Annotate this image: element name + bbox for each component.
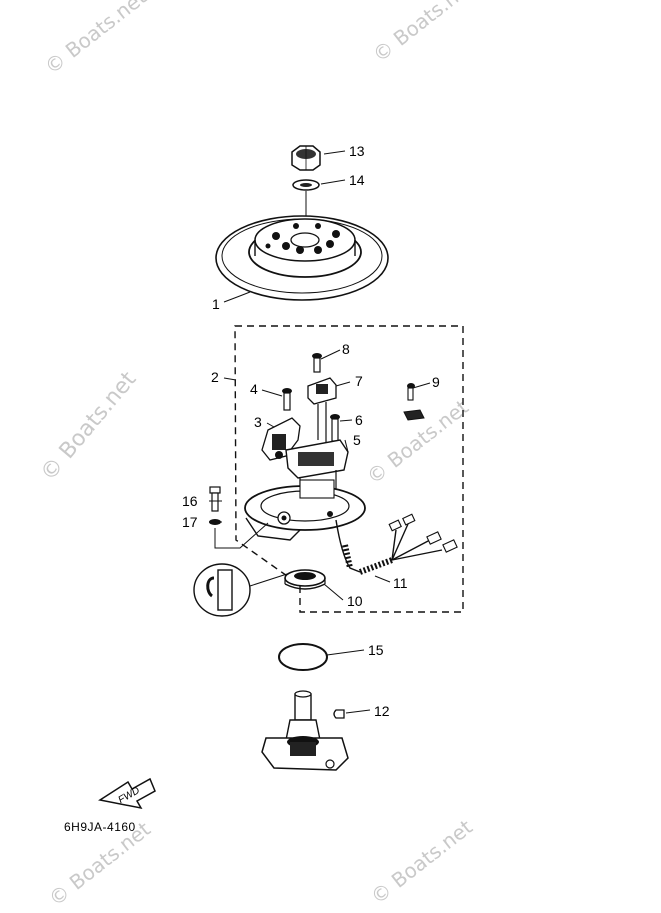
screw-part-6 xyxy=(330,414,340,442)
flywheel-part-1 xyxy=(215,215,389,301)
callout-7: 7 xyxy=(355,373,363,389)
callout-13: 13 xyxy=(349,143,365,159)
callout-2: 2 xyxy=(211,369,219,385)
screw-part-4 xyxy=(282,388,292,411)
bolt-part-16 xyxy=(209,486,221,512)
callout-9: 9 xyxy=(432,374,440,390)
oil-seal-part-10 xyxy=(284,569,326,590)
callout-16: 16 xyxy=(182,493,198,509)
callout-14: 14 xyxy=(349,172,365,188)
callout-leader-lines xyxy=(209,150,431,714)
shaft-base-part xyxy=(261,690,349,771)
o-ring-part-15 xyxy=(278,643,328,671)
callout-4: 4 xyxy=(250,381,258,397)
callout-15: 15 xyxy=(368,642,384,658)
drawing-code: 6H9JA-4160 xyxy=(64,820,136,834)
key-part-12 xyxy=(333,709,345,719)
pulser-coil-part-7 xyxy=(307,377,337,445)
callout-12: 12 xyxy=(374,703,390,719)
callout-11: 11 xyxy=(393,575,408,591)
nut-part-13 xyxy=(291,145,321,171)
seal-detail-inset xyxy=(193,563,288,617)
callout-17: 17 xyxy=(182,514,198,530)
wire-harness-part-11 xyxy=(335,513,458,575)
stator-base-plate xyxy=(244,479,366,541)
screw-part-9 xyxy=(403,383,425,421)
assembly-boundary-part-2 xyxy=(234,325,464,613)
lighting-coil-part-5 xyxy=(285,439,349,520)
washer-part-14 xyxy=(292,179,320,191)
screw-part-8 xyxy=(312,353,322,373)
callout-10: 10 xyxy=(347,593,363,609)
callout-8: 8 xyxy=(342,341,350,357)
bolt-leader-line xyxy=(214,522,269,549)
callout-6: 6 xyxy=(355,412,363,428)
forward-direction-arrow: FWD xyxy=(98,777,156,810)
callout-5: 5 xyxy=(353,432,361,448)
callout-1: 1 xyxy=(212,296,220,312)
callout-3: 3 xyxy=(254,414,262,430)
